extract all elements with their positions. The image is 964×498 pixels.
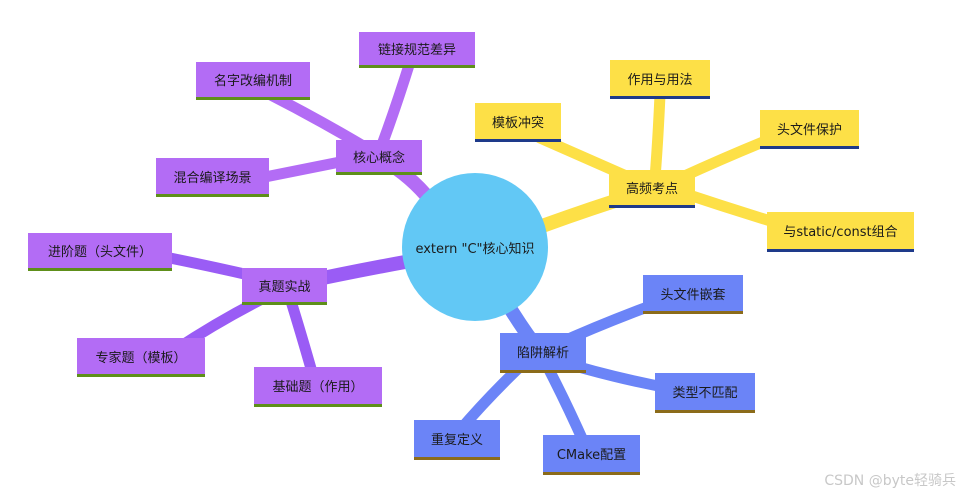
leaf-static-const[interactable]: 与static/const组合 [767,212,914,252]
leaf-advanced-question[interactable]: 进阶题（头文件） [28,233,172,271]
leaf-type-mismatch-label: 类型不匹配 [672,386,738,401]
leaf-link-spec-label: 链接规范差异 [377,43,456,58]
branch-core-label: 核心概念 [352,150,405,166]
branch-practice[interactable]: 真题实战 [242,268,327,305]
leaf-mixed-compile[interactable]: 混合编译场景 [156,158,269,197]
leaf-template-conflict-label: 模板冲突 [491,115,544,131]
leaf-type-mismatch[interactable]: 类型不匹配 [655,373,755,413]
line-frequent-usage [649,89,666,184]
leaf-redefinition-label: 重复定义 [430,433,483,448]
leaf-expert-question-label: 专家题（模板） [95,350,187,366]
leaf-link-spec[interactable]: 链接规范差异 [359,32,475,68]
branch-frequent[interactable]: 高频考点 [609,170,695,208]
line-core-linkspec [374,56,416,156]
line-practice-basic [284,292,318,378]
leaf-advanced-question-label: 进阶题（头文件） [47,245,152,260]
leaf-template-conflict[interactable]: 模板冲突 [475,103,561,142]
leaf-expert-question[interactable]: 专家题（模板） [77,338,205,377]
leaf-cmake-config-label: CMake配置 [556,448,627,463]
leaf-usage-label: 作用与用法 [627,72,693,88]
watermark: CSDN @byte轻骑兵 [824,473,956,489]
line-pitfall-cmake [539,356,591,451]
leaf-mixed-compile-label: 混合编译场景 [173,170,252,186]
center-node[interactable]: extern "C"核心知识 [402,173,548,321]
branch-pitfall-label: 陷阱解析 [516,346,569,361]
leaf-name-mangling[interactable]: 名字改编机制 [196,62,310,100]
leaf-name-mangling-label: 名字改编机制 [213,74,292,89]
leaf-basic-question-label: 基础题（作用） [272,380,364,395]
branch-pitfall[interactable]: 陷阱解析 [500,333,586,373]
leaf-basic-question[interactable]: 基础题（作用） [254,367,382,407]
leaf-header-guard[interactable]: 头文件保护 [760,110,859,149]
center-label: extern "C"核心知识 [415,241,535,257]
leaf-usage[interactable]: 作用与用法 [610,60,710,99]
branch-practice-label: 真题实战 [258,279,311,295]
branch-core[interactable]: 核心概念 [336,140,422,175]
leaf-static-const-label: 与static/const组合 [783,225,898,240]
leaf-nested-header-label: 头文件嵌套 [660,287,726,303]
leaf-cmake-config[interactable]: CMake配置 [543,435,640,475]
branch-frequent-label: 高频考点 [625,182,678,197]
leaf-header-guard-label: 头文件保护 [776,122,842,138]
leaf-nested-header[interactable]: 头文件嵌套 [643,275,743,314]
leaf-redefinition[interactable]: 重复定义 [414,420,500,460]
